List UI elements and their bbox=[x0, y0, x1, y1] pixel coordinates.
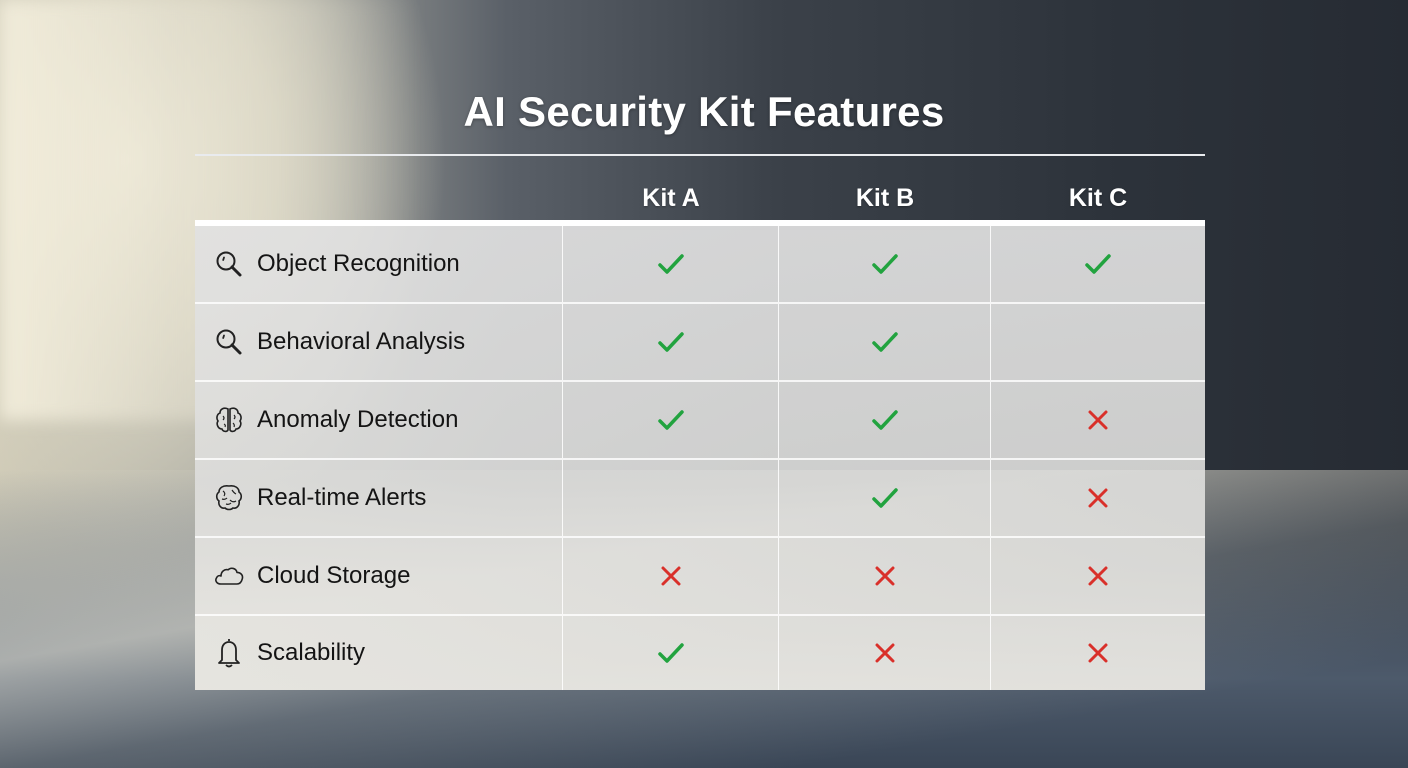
magnifier-icon bbox=[213, 326, 245, 358]
feature-label: Cloud Storage bbox=[257, 562, 411, 589]
feature-cell: Real-time Alerts bbox=[195, 460, 563, 536]
feature-comparison-table: Object Recognition Behavioral Analysis A… bbox=[195, 220, 1205, 690]
kit-a-cell bbox=[563, 382, 779, 458]
check-icon bbox=[657, 410, 684, 430]
kit-c-cell bbox=[991, 226, 1205, 302]
check-icon bbox=[871, 254, 898, 274]
kit-b-cell bbox=[779, 616, 991, 690]
kit-b-cell bbox=[779, 460, 991, 536]
table-row: Behavioral Analysis bbox=[195, 304, 1205, 382]
feature-cell: Behavioral Analysis bbox=[195, 304, 563, 380]
kit-c-cell bbox=[991, 460, 1205, 536]
feature-label: Object Recognition bbox=[257, 250, 460, 277]
kit-b-cell bbox=[779, 538, 991, 614]
column-header-kit-b: Kit B bbox=[855, 184, 915, 212]
kit-c-cell bbox=[991, 538, 1205, 614]
kit-a-cell-empty bbox=[563, 460, 779, 536]
check-icon bbox=[657, 332, 684, 352]
check-icon bbox=[657, 643, 684, 663]
bell-icon bbox=[213, 637, 245, 669]
brain-icon bbox=[213, 404, 245, 436]
kit-a-cell bbox=[563, 538, 779, 614]
kit-a-cell bbox=[563, 616, 779, 690]
check-icon bbox=[871, 410, 898, 430]
brain-icon bbox=[213, 482, 245, 514]
check-icon bbox=[1085, 254, 1111, 274]
kit-c-cell bbox=[991, 382, 1205, 458]
column-header-kit-c: Kit C bbox=[1068, 184, 1128, 212]
cross-icon bbox=[1088, 488, 1108, 508]
feature-cell: Cloud Storage bbox=[195, 538, 563, 614]
kit-b-cell bbox=[779, 382, 991, 458]
kit-a-cell bbox=[563, 304, 779, 380]
feature-label: Scalability bbox=[257, 639, 366, 666]
cross-icon bbox=[1088, 566, 1108, 586]
feature-cell: Object Recognition bbox=[195, 226, 563, 302]
check-icon bbox=[871, 332, 898, 352]
magnifier-icon bbox=[213, 248, 245, 280]
feature-label: Behavioral Analysis bbox=[257, 328, 466, 355]
cloud-icon bbox=[213, 560, 245, 592]
kit-c-cell bbox=[991, 616, 1205, 690]
feature-label: Real-time Alerts bbox=[257, 484, 427, 511]
check-icon bbox=[871, 488, 898, 508]
cross-icon bbox=[875, 566, 894, 586]
kit-a-cell bbox=[563, 226, 779, 302]
feature-cell: Scalability bbox=[195, 616, 563, 690]
table-row: Object Recognition bbox=[195, 226, 1205, 304]
cross-icon bbox=[1088, 643, 1108, 663]
feature-label: Anomaly Detection bbox=[257, 406, 459, 433]
check-icon bbox=[657, 254, 684, 274]
table-row: Scalability bbox=[195, 616, 1205, 690]
table-row: Cloud Storage bbox=[195, 538, 1205, 616]
cross-icon bbox=[1088, 410, 1108, 430]
cross-icon bbox=[875, 643, 894, 663]
page-title: AI Security Kit Features bbox=[463, 88, 945, 135]
kit-b-cell bbox=[779, 226, 991, 302]
table-row: Real-time Alerts bbox=[195, 460, 1205, 538]
kit-b-cell bbox=[779, 304, 991, 380]
feature-cell: Anomaly Detection bbox=[195, 382, 563, 458]
cross-icon bbox=[661, 566, 680, 586]
title-divider bbox=[195, 154, 1205, 156]
table-row: Anomaly Detection bbox=[195, 382, 1205, 460]
kit-c-cell-empty bbox=[991, 304, 1205, 380]
column-header-kit-a: Kit A bbox=[642, 184, 700, 212]
